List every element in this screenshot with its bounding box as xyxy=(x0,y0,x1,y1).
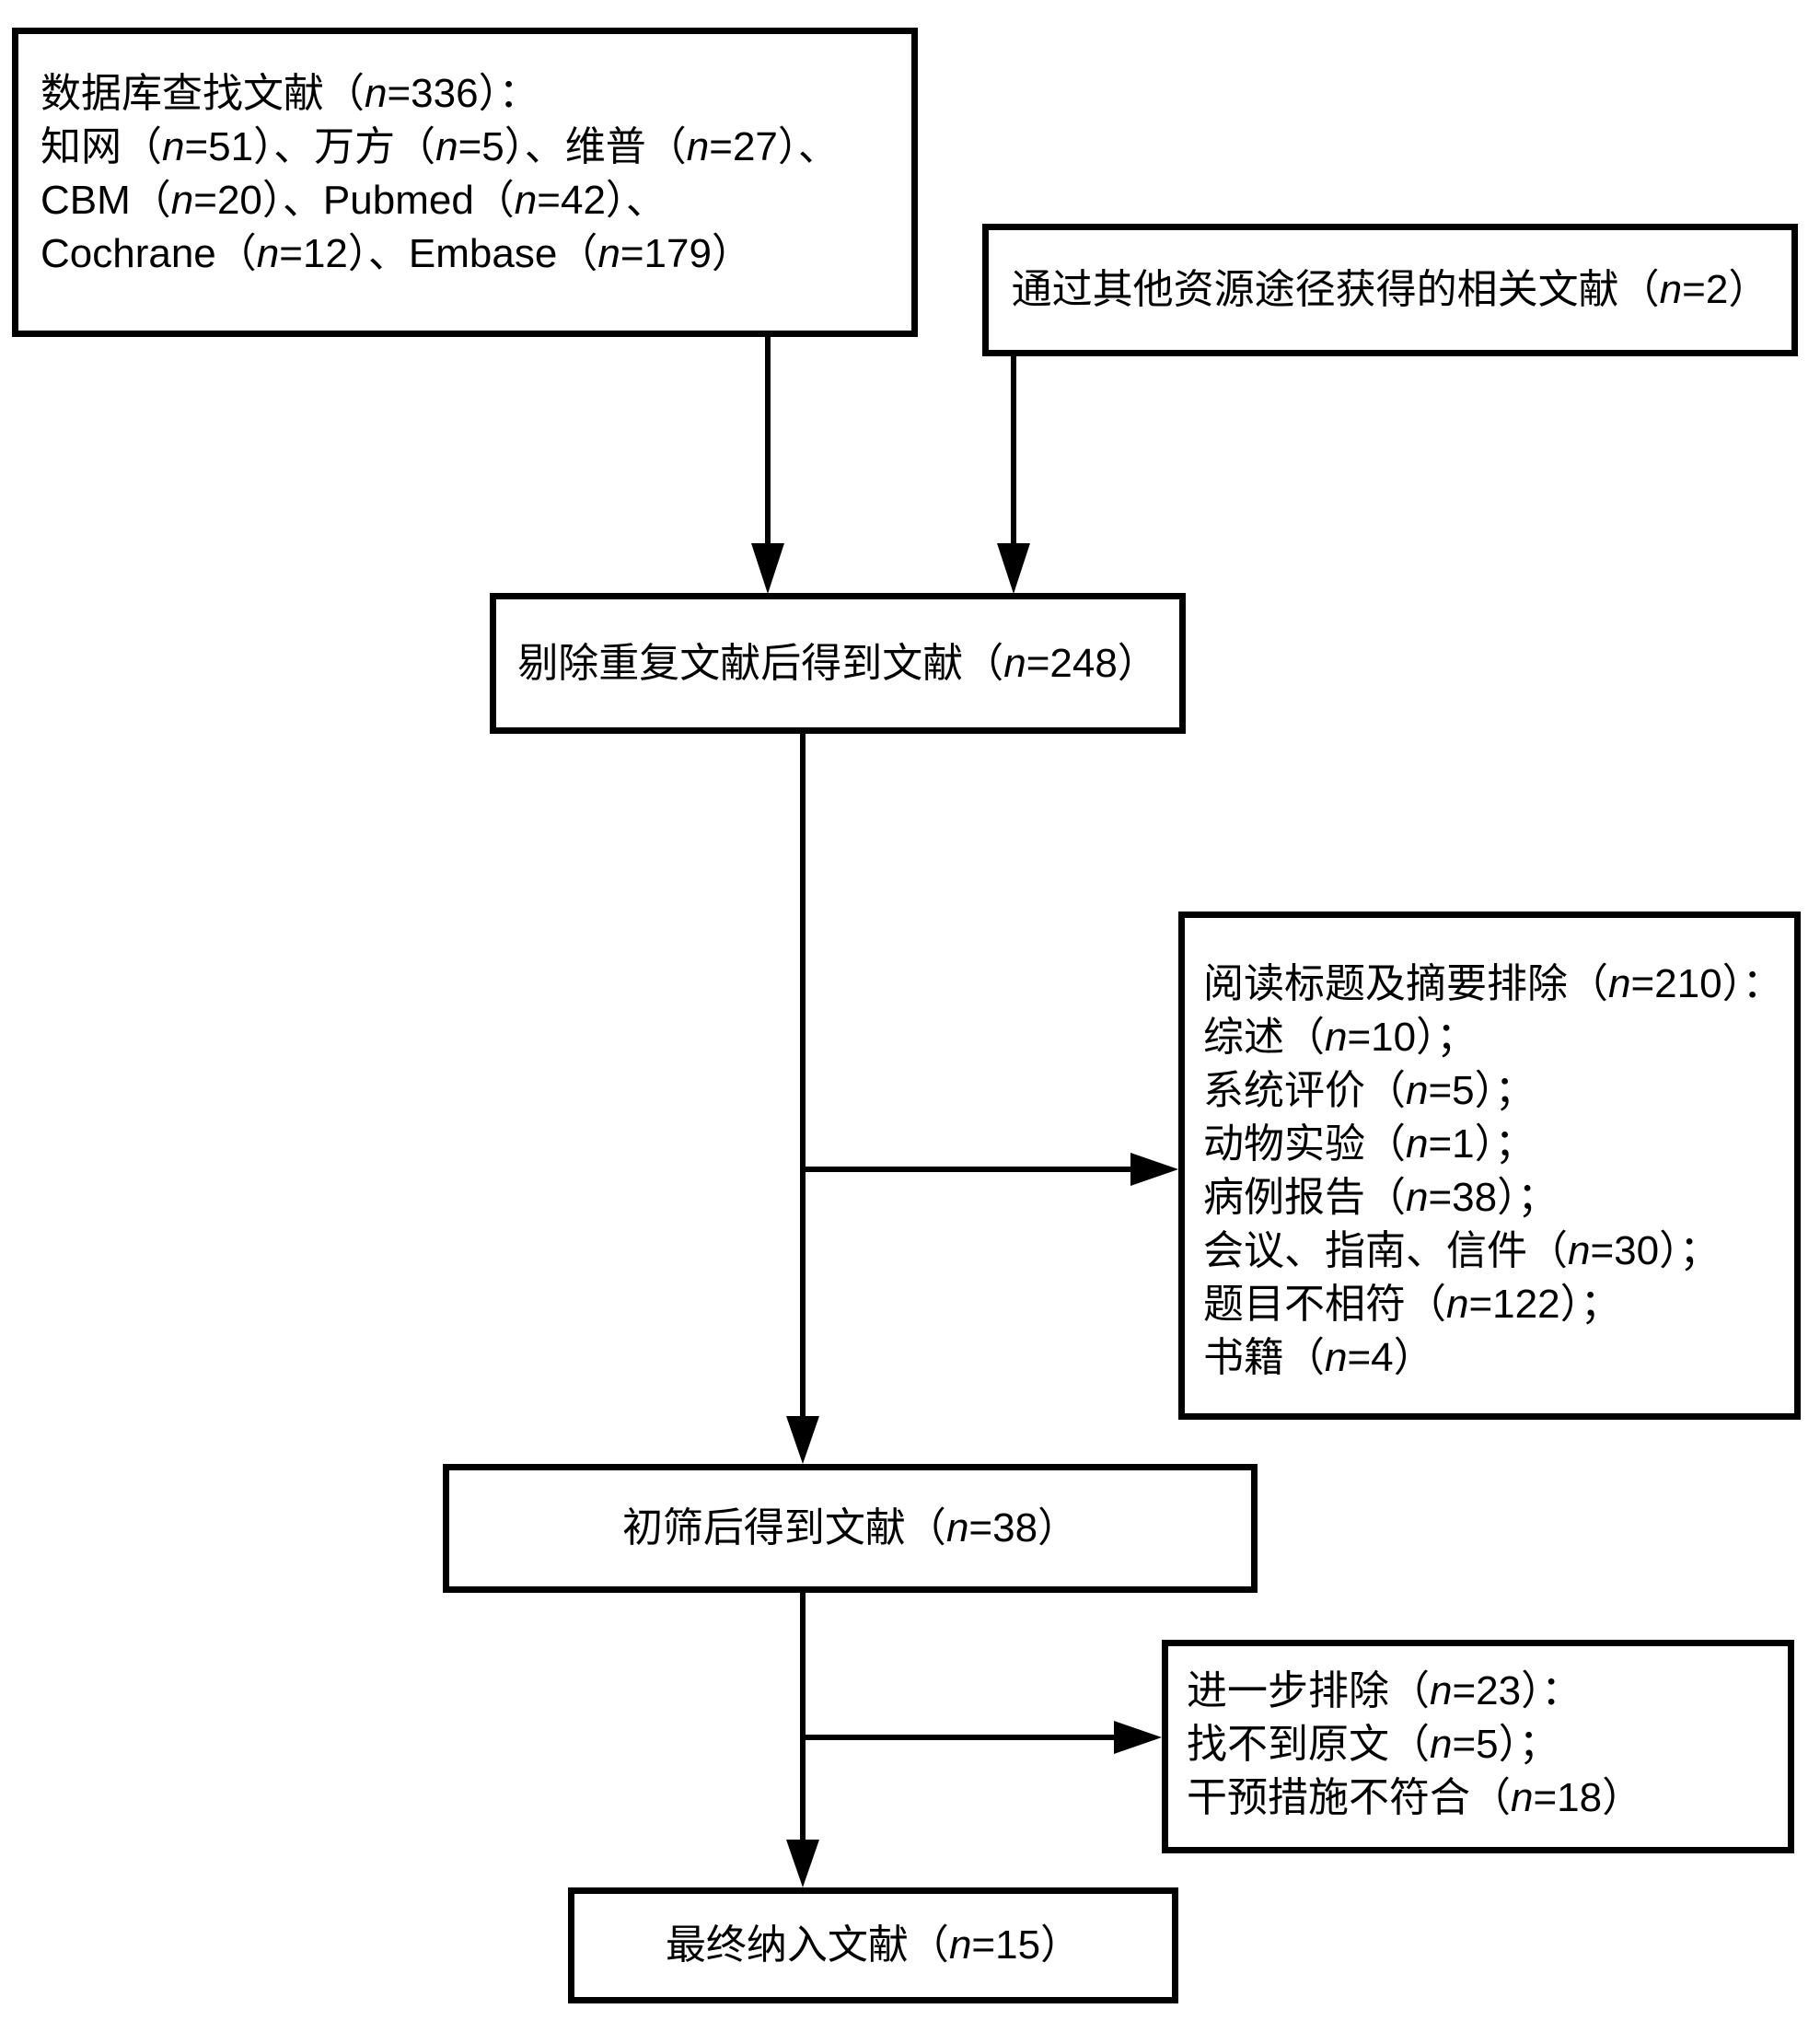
box-further-exclusion: 进一步排除（n=23）： 找不到原文（n=5）； 干预措施不符合（n=18） xyxy=(1162,1640,1794,1853)
arrow-database-to-dedup-head xyxy=(751,543,784,594)
further-exclusion-line-2: 找不到原文（n=5）； xyxy=(1187,1722,1559,1767)
title-abstract-exclusion-line-5: 病例报告（n=38）； xyxy=(1203,1175,1559,1220)
initial-screening-label: 初筛后得到文献（n=38） xyxy=(621,1505,1079,1550)
arrow-branch-to-further-exclusion xyxy=(800,1721,1162,1754)
box-initial-screening: 初筛后得到文献（n=38） xyxy=(443,1464,1258,1593)
arrow-screening-to-final-head xyxy=(786,1840,819,1887)
database-search-line-1: 数据库查找文献（n=336）： xyxy=(41,71,539,116)
further-exclusion-line-3: 干预措施不符合（n=18） xyxy=(1187,1775,1643,1820)
other-sources-label: 通过其他资源途径获得的相关文献（n=2） xyxy=(1011,267,1769,312)
database-search-line-2: 知网（n=51）、万方（n=5）、维普（n=27）、 xyxy=(41,124,839,169)
arrow-branch-to-further-exclusion-head xyxy=(1114,1721,1162,1754)
box-other-sources: 通过其他资源途径获得的相关文献（n=2） xyxy=(982,224,1798,356)
title-abstract-exclusion-line-4: 动物实验（n=1）； xyxy=(1203,1121,1536,1167)
database-search-line-4: Cochrane（n=12）、Embase（n=179） xyxy=(41,231,752,276)
arrow-branch-to-title-abstract-exclusion-head xyxy=(1130,1153,1178,1186)
title-abstract-exclusion-line-3: 系统评价（n=5）； xyxy=(1203,1068,1536,1113)
title-abstract-exclusion-line-2: 综述（n=10）； xyxy=(1203,1015,1478,1060)
arrow-screening-to-final xyxy=(786,1593,819,1887)
box-deduplicated: 剔除重复文献后得到文献（n=248） xyxy=(490,593,1186,734)
title-abstract-exclusion-line-8: 书籍（n=4） xyxy=(1203,1335,1434,1380)
arrow-branch-to-title-abstract-exclusion xyxy=(800,1153,1178,1186)
title-abstract-exclusion-line-7: 题目不相符（n=122）； xyxy=(1203,1282,1621,1327)
arrow-dedup-to-screening-head xyxy=(786,1416,819,1464)
further-exclusion-line-1: 进一步排除（n=23）： xyxy=(1187,1668,1582,1713)
box-title-abstract-exclusion: 阅读标题及摘要排除（n=210）： 综述（n=10）； 系统评价（n=5）； 动… xyxy=(1178,911,1801,1420)
final-included-label: 最终纳入文献（n=15） xyxy=(665,1922,1082,1968)
deduplicated-label: 剔除重复文献后得到文献（n=248） xyxy=(517,640,1158,686)
title-abstract-exclusion-line-6: 会议、指南、信件（n=30）； xyxy=(1203,1228,1721,1273)
arrow-other-sources-to-dedup-head xyxy=(997,543,1030,594)
box-database-search: 数据库查找文献（n=336）： 知网（n=51）、万方（n=5）、维普（n=27… xyxy=(12,28,918,337)
database-search-line-3: CBM（n=20）、Pubmed（n=42）、 xyxy=(41,178,667,223)
arrow-dedup-to-screening xyxy=(786,734,819,1464)
arrow-database-to-dedup xyxy=(751,337,784,594)
arrow-other-sources-to-dedup xyxy=(997,356,1030,594)
title-abstract-exclusion-line-1: 阅读标题及摘要排除（n=210）： xyxy=(1203,961,1783,1006)
box-final-included: 最终纳入文献（n=15） xyxy=(568,1887,1178,2003)
